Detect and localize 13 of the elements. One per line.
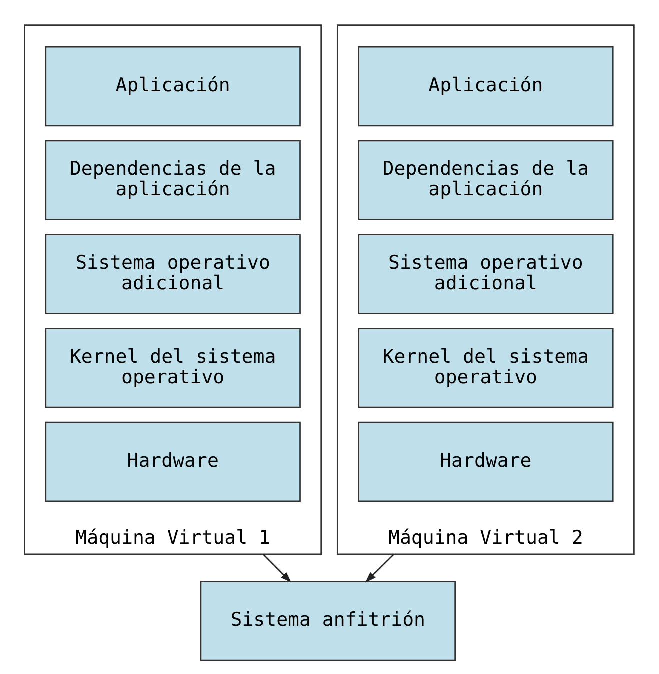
node-box: Aplicación [45,46,301,126]
node-box: Kernel del sistema operativo [358,327,614,408]
node-box: Sistema operativo adicional [45,234,301,314]
node-box: Hardware [358,421,614,502]
node-box: Dependencias de la aplicación [45,140,301,220]
node-box: Aplicación [358,46,614,126]
arrow [262,553,292,582]
node-box: Sistema anfitrión [200,580,456,661]
node-box: Kernel del sistema operativo [45,327,301,408]
node-box: Dependencias de la aplicación [358,140,614,220]
arrow [365,553,394,582]
node-box: Hardware [45,421,301,502]
node-box: Sistema operativo adicional [358,234,614,314]
